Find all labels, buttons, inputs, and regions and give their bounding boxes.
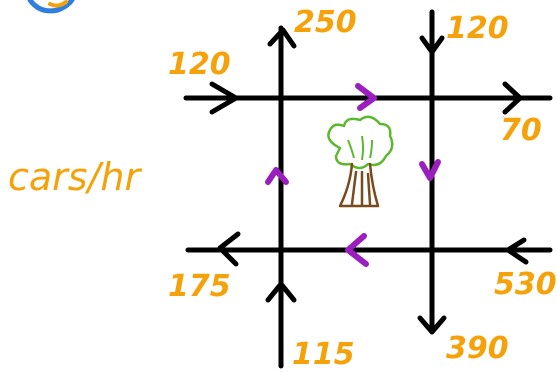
label-bottom-left-flow: 115 [292,337,355,372]
label-right-bottom-flow: 530 [494,267,557,302]
label-bottom-right-flow: 390 [446,331,509,366]
flow-arrow-right-segment [419,159,441,181]
direction-arrows [209,27,529,335]
tree-icon [327,115,394,208]
arrow-in-bottom-right-road [505,237,529,265]
internal-flow-arrows [265,83,441,267]
arrow-in-bottom-of-left-road [265,281,297,303]
arrow-in-top-left-road [209,81,239,115]
arrow-out-top-right-road [502,81,523,115]
roads [183,9,553,369]
label-right-top-flow: 70 [500,113,542,148]
arrow-out-bottom-of-right-road [417,315,447,335]
arrow-in-top-of-right-road [419,35,445,55]
circle-logo-fragment-icon [27,0,75,14]
label-left-top-flow: 120 [168,47,231,82]
unit-label: cars/hr [8,155,142,199]
arrow-out-top-of-left-road [267,27,297,49]
flow-arrow-bottom-segment [345,233,369,267]
label-top-left-flow: 250 [294,5,357,40]
arrow-out-bottom-left-road [217,231,241,267]
flow-arrow-left-segment [265,167,289,185]
flow-arrow-top-segment [355,83,377,111]
label-top-right-flow: 120 [446,11,509,46]
label-left-bottom-flow: 175 [168,269,231,304]
